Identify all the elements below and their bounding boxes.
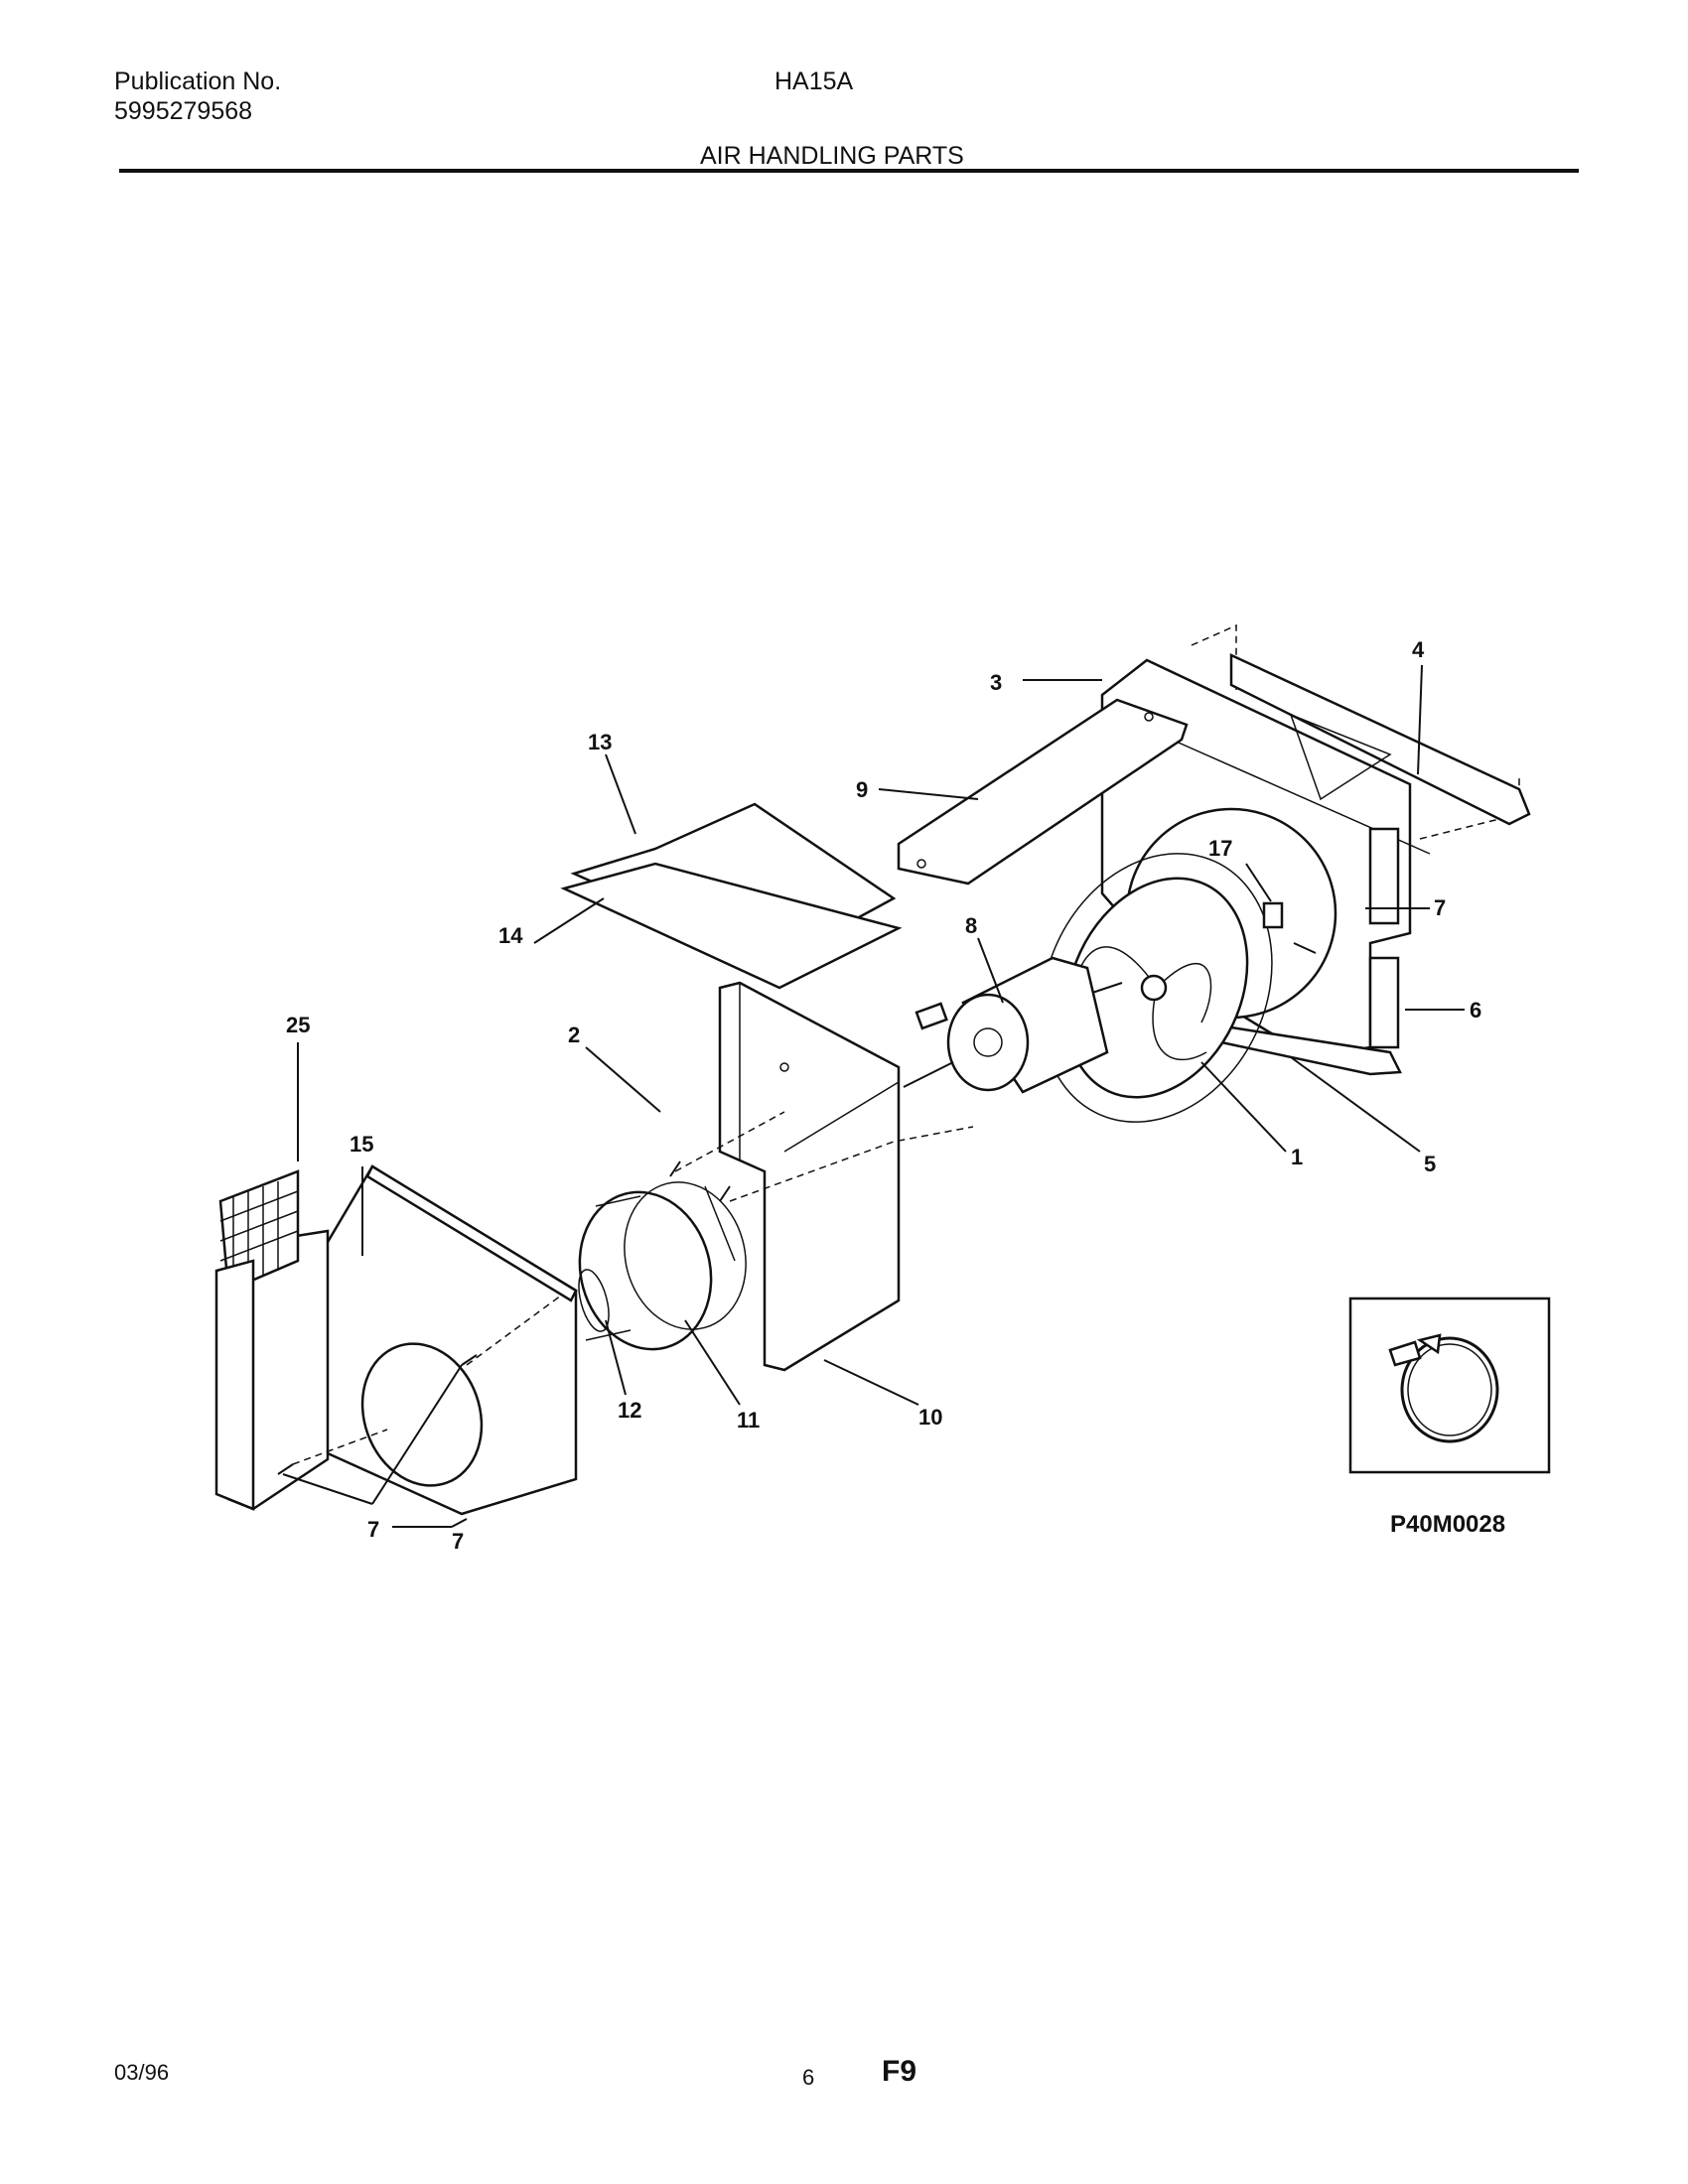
guide-line xyxy=(729,1126,974,1202)
callout-15: 15 xyxy=(350,1132,373,1157)
guide-line xyxy=(292,1429,388,1465)
publication-number: 5995279568 xyxy=(114,97,253,125)
figure-code: P40M0028 xyxy=(1390,1511,1505,1538)
part-rear-rail xyxy=(1191,623,1531,840)
callout-9: 9 xyxy=(856,777,868,802)
part-motor-mount xyxy=(718,981,901,1372)
callout-13: 13 xyxy=(588,730,612,754)
part-blower-wheel xyxy=(578,1181,747,1351)
callout-8: 8 xyxy=(965,913,977,938)
callout-6: 6 xyxy=(1470,998,1481,1023)
callout-1: 1 xyxy=(1291,1145,1303,1169)
callout-7: 7 xyxy=(1434,895,1446,920)
callout-7: 7 xyxy=(452,1529,464,1554)
part-fan-blade xyxy=(1041,853,1273,1123)
callout-4: 4 xyxy=(1412,637,1425,662)
part-clip xyxy=(1262,901,1284,929)
callout-17: 17 xyxy=(1208,836,1232,861)
callout-10: 10 xyxy=(918,1405,942,1430)
part-grille xyxy=(214,1169,300,1511)
callout-2: 2 xyxy=(568,1023,580,1047)
callout-7: 7 xyxy=(367,1517,379,1542)
page-code: F9 xyxy=(882,2055,917,2088)
clamp-detail-inset xyxy=(1348,1297,1551,1474)
guide-line xyxy=(674,1111,785,1172)
part-filter-panels xyxy=(560,802,903,990)
callout-5: 5 xyxy=(1424,1152,1436,1176)
screws xyxy=(277,942,1317,1528)
section-title: AIR HANDLING PARTS xyxy=(700,142,964,170)
guide-line xyxy=(466,1295,562,1366)
page-number: 6 xyxy=(802,2065,815,2090)
callout-14: 14 xyxy=(498,923,523,948)
callout-3: 3 xyxy=(990,670,1002,695)
header-rule xyxy=(119,169,1579,173)
publication-label: Publication No. xyxy=(114,68,282,95)
part-bracket xyxy=(897,698,1189,886)
footer-date: 03/96 xyxy=(114,2060,170,2085)
callout-12: 12 xyxy=(618,1398,641,1423)
leader-lines xyxy=(282,664,1465,1528)
part-clamp xyxy=(578,1269,610,1332)
callout-25: 25 xyxy=(286,1013,310,1037)
model-number: HA15A xyxy=(774,68,854,95)
callout-11: 11 xyxy=(737,1408,760,1433)
